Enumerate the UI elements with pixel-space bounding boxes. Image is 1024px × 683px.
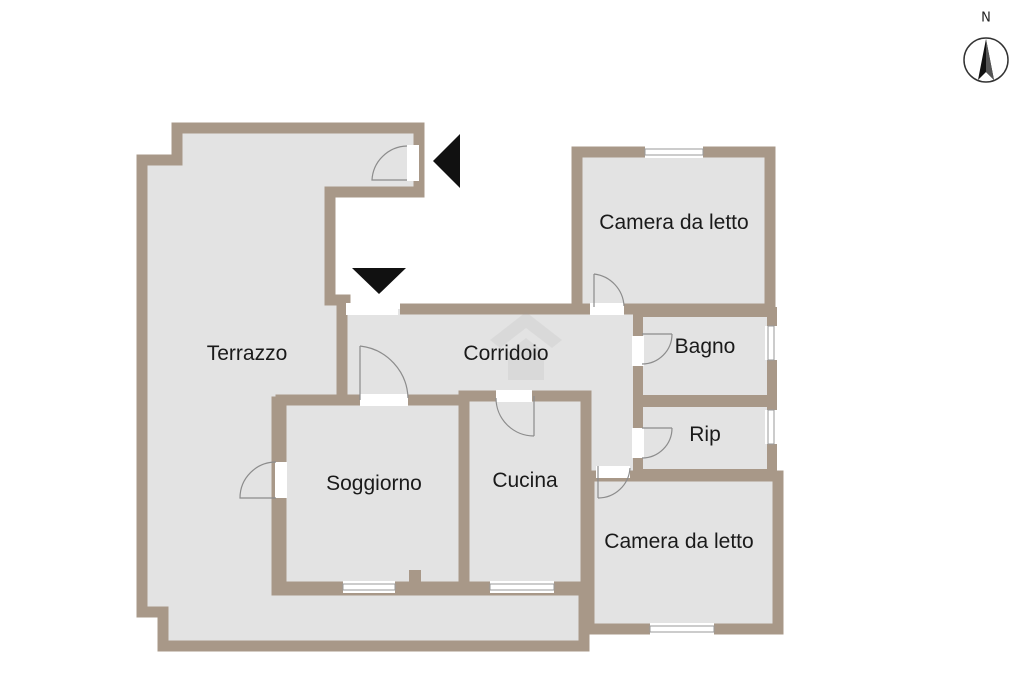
room-label-bagno: Bagno xyxy=(674,335,736,358)
room-label-corridoio: Corridoio xyxy=(463,342,549,365)
bedroom-north xyxy=(571,146,776,315)
door-swings xyxy=(239,145,673,499)
room-label-camera-nord: Camera da letto xyxy=(599,211,749,234)
watermark-logo xyxy=(490,312,562,380)
room-label-cucina: Cucina xyxy=(492,469,558,492)
room-label-terrazzo: Terrazzo xyxy=(206,342,288,365)
room-label-rip: Rip xyxy=(689,423,721,446)
compass-north-label: N xyxy=(981,10,991,26)
wall-pillar xyxy=(409,570,421,584)
corridor-area-lower xyxy=(584,400,638,472)
room-label-soggiorno: Soggiorno xyxy=(326,472,422,495)
compass xyxy=(963,37,1009,83)
window-frames xyxy=(342,148,775,633)
entrance-arrow-icon xyxy=(352,268,406,294)
room-label-camera-sud: Camera da letto xyxy=(604,530,754,553)
entrance-arrow-icon xyxy=(433,134,460,188)
corridor-area xyxy=(342,309,638,401)
